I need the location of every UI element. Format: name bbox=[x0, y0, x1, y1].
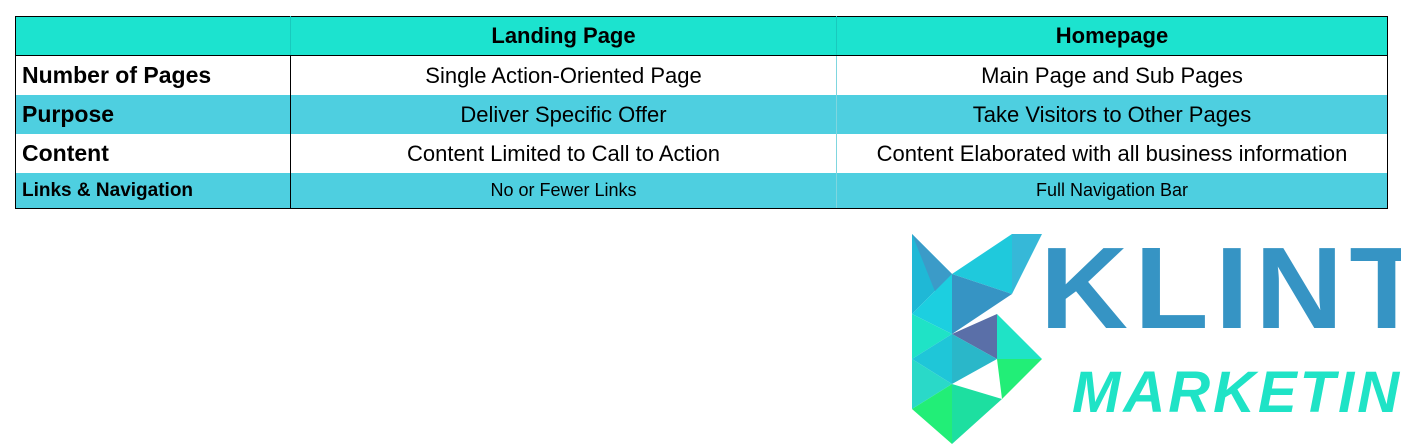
logo-tagline: MARKETING bbox=[1072, 360, 1401, 425]
table-header-row: Landing Page Homepage bbox=[15, 16, 1388, 56]
row-label: Number of Pages bbox=[15, 55, 291, 95]
table-row: Links & Navigation No or Fewer Links Ful… bbox=[15, 173, 1388, 209]
homepage-cell: Main Page and Sub Pages bbox=[836, 55, 1388, 95]
landing-page-cell: Single Action-Oriented Page bbox=[290, 55, 837, 95]
klint-marketing-logo: KLINT MARKETING bbox=[912, 230, 1401, 444]
table-row: Purpose Deliver Specific Offer Take Visi… bbox=[15, 95, 1388, 134]
logo-wordmark: KLINT bbox=[1040, 223, 1401, 353]
homepage-cell: Take Visitors to Other Pages bbox=[836, 95, 1388, 134]
table-row: Number of Pages Single Action-Oriented P… bbox=[15, 55, 1388, 95]
row-label: Purpose bbox=[15, 95, 291, 134]
k-mark-icon bbox=[912, 234, 1042, 444]
landing-page-cell: Content Limited to Call to Action bbox=[290, 134, 837, 173]
landing-page-cell: Deliver Specific Offer bbox=[290, 95, 837, 134]
homepage-cell: Full Navigation Bar bbox=[836, 173, 1388, 209]
landing-page-cell: No or Fewer Links bbox=[290, 173, 837, 209]
header-cell-landing-page: Landing Page bbox=[290, 16, 837, 56]
homepage-cell: Content Elaborated with all business inf… bbox=[836, 134, 1388, 173]
header-cell-homepage: Homepage bbox=[836, 16, 1388, 56]
row-label: Links & Navigation bbox=[15, 173, 291, 209]
row-label: Content bbox=[15, 134, 291, 173]
header-cell-empty bbox=[15, 16, 291, 56]
table-row: Content Content Limited to Call to Actio… bbox=[15, 134, 1388, 173]
comparison-table: Landing Page Homepage Number of Pages Si… bbox=[15, 16, 1388, 209]
